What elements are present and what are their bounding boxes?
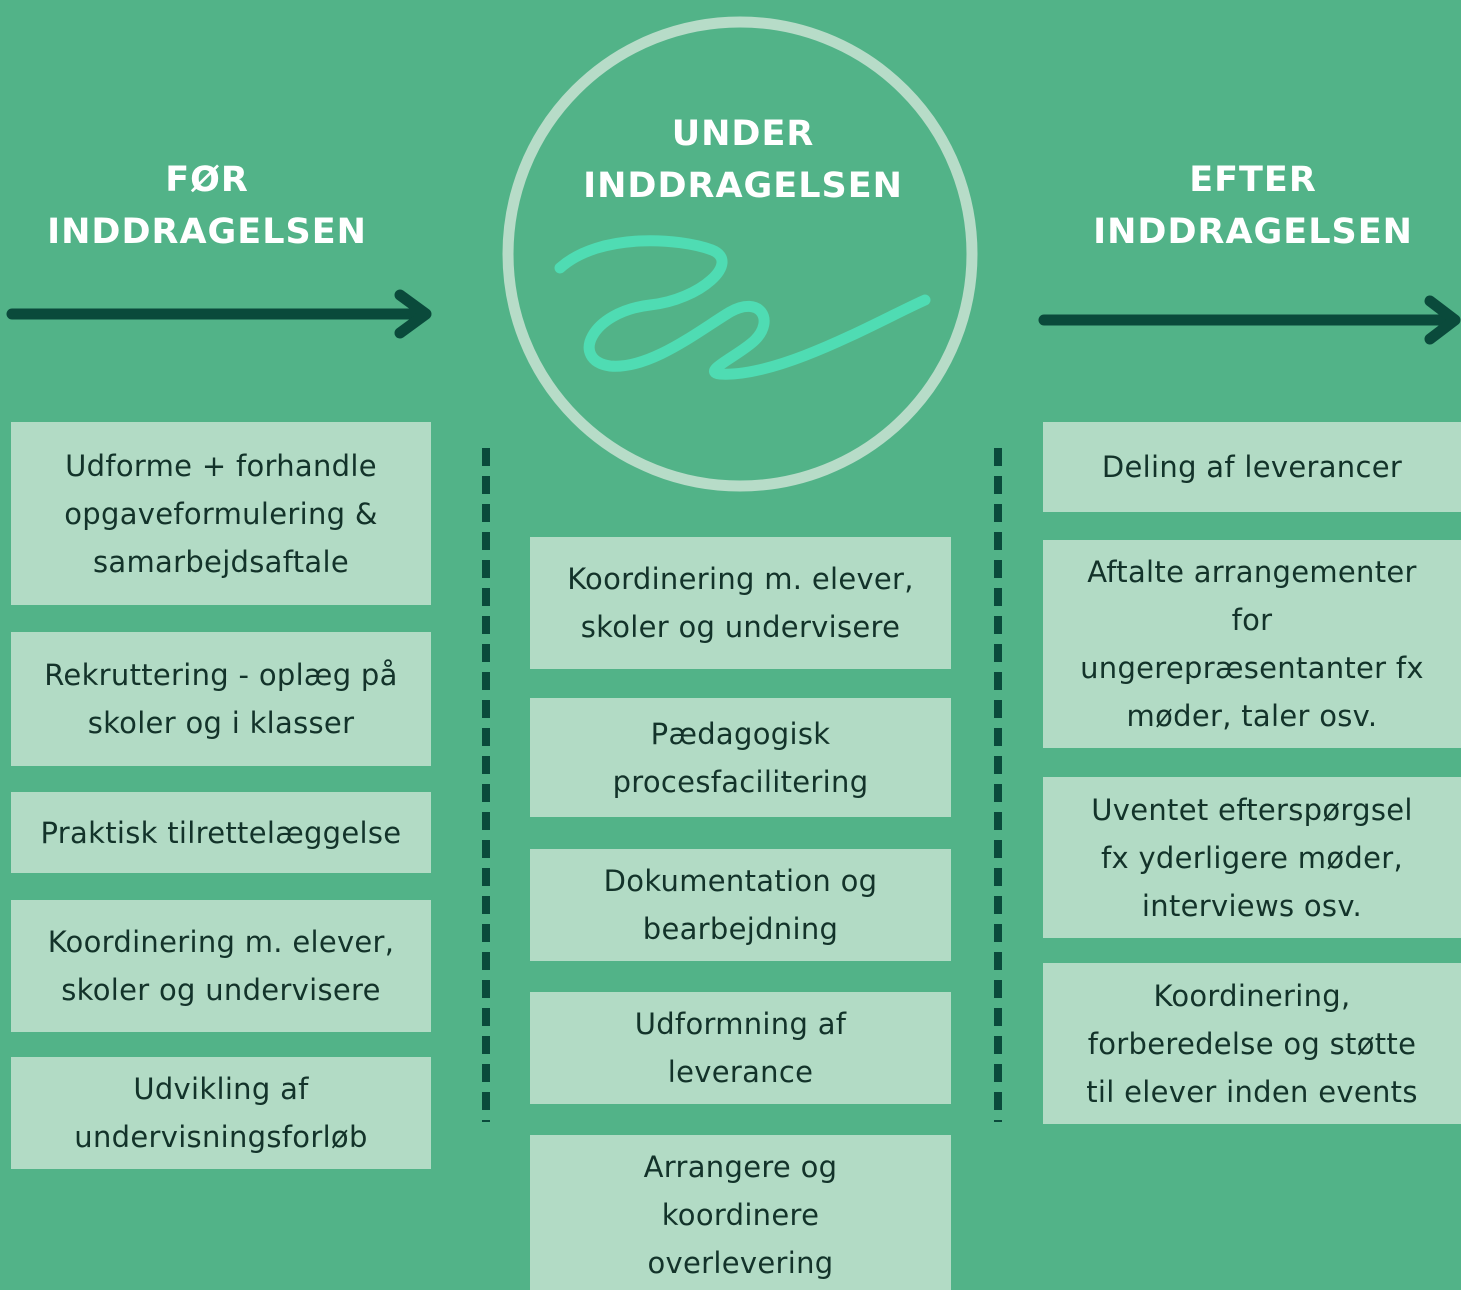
before-item: Praktisk tilrettelæggelse [11, 792, 431, 873]
before-item-label: Praktisk tilrettelæggelse [40, 815, 402, 850]
during-item: Dokumentation og bearbejdning [530, 849, 951, 961]
after-item-label: Koordinering, forberedelse og støtte til… [1086, 978, 1418, 1109]
after-item-label: Aftalte arrangementer for ungerepræsenta… [1080, 555, 1424, 733]
heading-during-line2: INDDRAGELSEN [583, 166, 903, 206]
during-item-label: Dokumentation og bearbejdning [603, 864, 878, 946]
arrow-right-icon [1038, 295, 1461, 345]
before-item-label: Udforme + forhandle opgaveformulering & … [64, 448, 378, 579]
heading-before-line1: FØR [165, 160, 249, 200]
before-item-label: Rekruttering - oplæg på skoler og i klas… [44, 658, 398, 740]
heading-before: FØR INDDRAGELSEN [32, 154, 382, 258]
after-item: Deling af leverancer [1043, 422, 1461, 512]
before-item-label: Koordinering m. elever, skoler og underv… [47, 925, 395, 1007]
before-item: Koordinering m. elever, skoler og underv… [11, 900, 431, 1032]
heading-during: UNDER INDDRAGELSEN [570, 108, 916, 212]
after-item-label: Deling af leverancer [1101, 450, 1403, 484]
before-item: Rekruttering - oplæg på skoler og i klas… [11, 632, 431, 766]
during-item-label: Udformning af leverance [634, 1007, 847, 1089]
after-item: Uventet efterspørgsel fx yderligere møde… [1043, 777, 1461, 938]
heading-after-line2: INDDRAGELSEN [1093, 212, 1413, 252]
squiggle-icon [554, 235, 931, 380]
heading-before-line2: INDDRAGELSEN [47, 212, 367, 252]
during-item-label: Koordinering m. elever, skoler og underv… [567, 562, 914, 644]
before-item: Udvikling af undervisningsforløb [11, 1057, 431, 1169]
during-item-label: Pædagogisk procesfacilitering [612, 716, 869, 799]
after-item: Aftalte arrangementer for ungerepræsenta… [1043, 540, 1461, 748]
after-item-label: Uventet efterspørgsel fx yderligere møde… [1091, 792, 1413, 923]
after-item: Koordinering, forberedelse og støtte til… [1043, 963, 1461, 1124]
during-item: Arrangere og koordinere overlevering [530, 1135, 951, 1290]
before-item-label: Udvikling af undervisningsforløb [74, 1072, 368, 1154]
during-item: Pædagogisk procesfacilitering [530, 698, 951, 817]
before-item: Udforme + forhandle opgaveformulering & … [11, 422, 431, 605]
during-item-label: Arrangere og koordinere overlevering [643, 1150, 838, 1280]
heading-after: EFTER INDDRAGELSEN [1078, 154, 1428, 258]
during-item: Udformning af leverance [530, 992, 951, 1104]
heading-after-line1: EFTER [1189, 160, 1317, 200]
arrow-right-icon [6, 289, 432, 339]
during-item: Koordinering m. elever, skoler og underv… [530, 537, 951, 669]
heading-during-line1: UNDER [671, 114, 815, 154]
circle-ring [502, 16, 978, 492]
